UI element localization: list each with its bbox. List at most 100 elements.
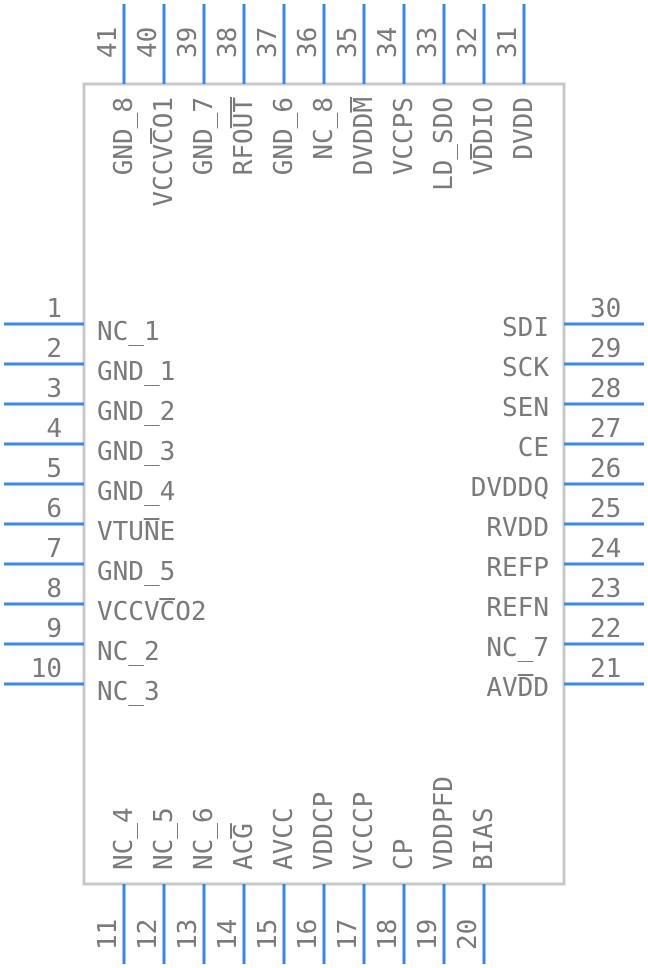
pin-38-label-wrap: RFOUT [229, 97, 259, 176]
pin-2-label: GND_1 [97, 357, 175, 387]
pin-35-number-wrap: 35 [333, 27, 363, 58]
pin-28-label: SEN [502, 393, 549, 423]
pin-20-number-wrap: 20 [453, 919, 483, 950]
pin-22-number: 22 [590, 614, 621, 644]
pin-27-label: CE [518, 433, 549, 463]
pin-11-label: NC_4 [109, 807, 139, 870]
pin-13-number: 13 [173, 919, 203, 950]
pin-12-label: NC_5 [149, 807, 179, 870]
pin-24-label: REFP [486, 553, 549, 583]
pin-31-number-wrap: 31 [493, 27, 523, 58]
pin-34-number-wrap: 34 [373, 27, 403, 58]
bottom-pin-group: 11NC_412NC_513NC_614ACG15AVCC16VDDCP17VC… [93, 776, 499, 964]
pin-19-number-wrap: 19 [413, 919, 443, 950]
pin-13-label: NC_6 [189, 807, 219, 870]
pin-31-number: 31 [493, 27, 523, 58]
pin-23-label: REFN [486, 593, 549, 623]
pin-19-label: VDDPFD [429, 776, 459, 870]
pin-4-number: 4 [46, 414, 62, 444]
pin-25-label: RVDD [486, 513, 549, 543]
pin-1-label: NC_1 [97, 317, 160, 347]
pin-35-label-wrap: DVDDM [349, 97, 379, 175]
pin-5-number: 5 [46, 454, 62, 484]
pin-14-label-wrap: ACG [229, 823, 259, 870]
pin-33-number-wrap: 33 [413, 27, 443, 58]
pin-16-number: 16 [293, 919, 323, 950]
pin-11-number: 11 [93, 919, 123, 950]
pin-40-label: VCCVCO1 [149, 97, 179, 207]
pin-6-label: VTUNE [97, 517, 175, 547]
pin-22-label: NC_7 [486, 633, 549, 663]
left-pin-group: 1NC_12GND_13GND_24GND_35GND_46VTUNE7GND_… [4, 294, 207, 707]
pin-41-label-wrap: GND_8 [109, 97, 139, 175]
pin-38-number-wrap: 38 [213, 27, 243, 58]
pin-13-number-wrap: 13 [173, 919, 203, 950]
pin-3-label: GND_2 [97, 397, 175, 427]
pin-26-number: 26 [590, 454, 621, 484]
pin-35-label: DVDDM [349, 97, 379, 175]
pin-18-number: 18 [373, 919, 403, 950]
pin-5-label: GND_4 [97, 477, 175, 507]
pin-16-label-wrap: VDDCP [309, 792, 339, 870]
pin-37-number-wrap: 37 [253, 27, 283, 58]
pin-31-label: DVDD [509, 97, 539, 160]
pin-1-number: 1 [46, 294, 62, 324]
pin-38-number: 38 [213, 27, 243, 58]
pin-41-number-wrap: 41 [93, 27, 123, 58]
pin-32-number: 32 [453, 27, 483, 58]
pin-34-label-wrap: VCCPS [389, 97, 419, 175]
pin-41-label: GND_8 [109, 97, 139, 175]
pin-27-number: 27 [590, 414, 621, 444]
pin-40-number: 40 [133, 27, 163, 58]
pin-7-number: 7 [46, 534, 62, 564]
pin-8-number: 8 [46, 574, 62, 604]
pin-3-number: 3 [46, 374, 62, 404]
pin-15-number-wrap: 15 [253, 919, 283, 950]
pin-18-number-wrap: 18 [373, 919, 403, 950]
pin-21-label: AVDD [486, 673, 549, 703]
pin-36-label: NC_8 [309, 97, 339, 160]
pin-17-label: VCCCP [349, 792, 379, 870]
pin-40-number-wrap: 40 [133, 27, 163, 58]
pin-36-number: 36 [293, 27, 323, 58]
pin-31-label-wrap: DVDD [509, 97, 539, 160]
pin-25-number: 25 [590, 494, 621, 524]
pin-12-label-wrap: NC_5 [149, 807, 179, 870]
pin-41-number: 41 [93, 27, 123, 58]
pin-17-number: 17 [333, 919, 363, 950]
pin-37-label: GND_6 [269, 97, 299, 175]
pin-29-number: 29 [590, 334, 621, 364]
pin-11-label-wrap: NC_4 [109, 807, 139, 870]
pin-24-number: 24 [590, 534, 621, 564]
pin-19-number: 19 [413, 919, 443, 950]
pin-20-label-wrap: BIAS [469, 807, 499, 870]
pin-4-label: GND_3 [97, 437, 175, 467]
pin-19-label-wrap: VDDPFD [429, 776, 459, 870]
pin-32-label-wrap: VDDIO [469, 97, 499, 175]
pin-29-label: SCK [502, 353, 549, 383]
pin-28-number: 28 [590, 374, 621, 404]
pin-33-label: LD_SDO [429, 97, 459, 191]
pin-14-label: ACG [229, 823, 259, 870]
pin-34-label: VCCPS [389, 97, 419, 175]
pin-30-label: SDI [502, 313, 549, 343]
pin-14-number: 14 [213, 919, 243, 950]
pin-26-label: DVDDQ [471, 473, 549, 503]
pin-20-label: BIAS [469, 807, 499, 870]
pin-15-label: AVCC [269, 807, 299, 870]
pin-33-label-wrap: LD_SDO [429, 97, 459, 191]
pin-39-label: GND_7 [189, 97, 219, 175]
pin-40-label-wrap: VCCVCO1 [149, 97, 179, 207]
pin-21-number: 21 [590, 654, 621, 684]
pin-17-number-wrap: 17 [333, 919, 363, 950]
pin-2-number: 2 [46, 334, 62, 364]
pin-7-label: GND_5 [97, 557, 175, 587]
pin-37-number: 37 [253, 27, 283, 58]
pin-10-number: 10 [31, 654, 62, 684]
pin-30-number: 30 [590, 294, 621, 324]
pin-35-number: 35 [333, 27, 363, 58]
pin-39-label-wrap: GND_7 [189, 97, 219, 175]
pin-36-label-wrap: NC_8 [309, 97, 339, 160]
